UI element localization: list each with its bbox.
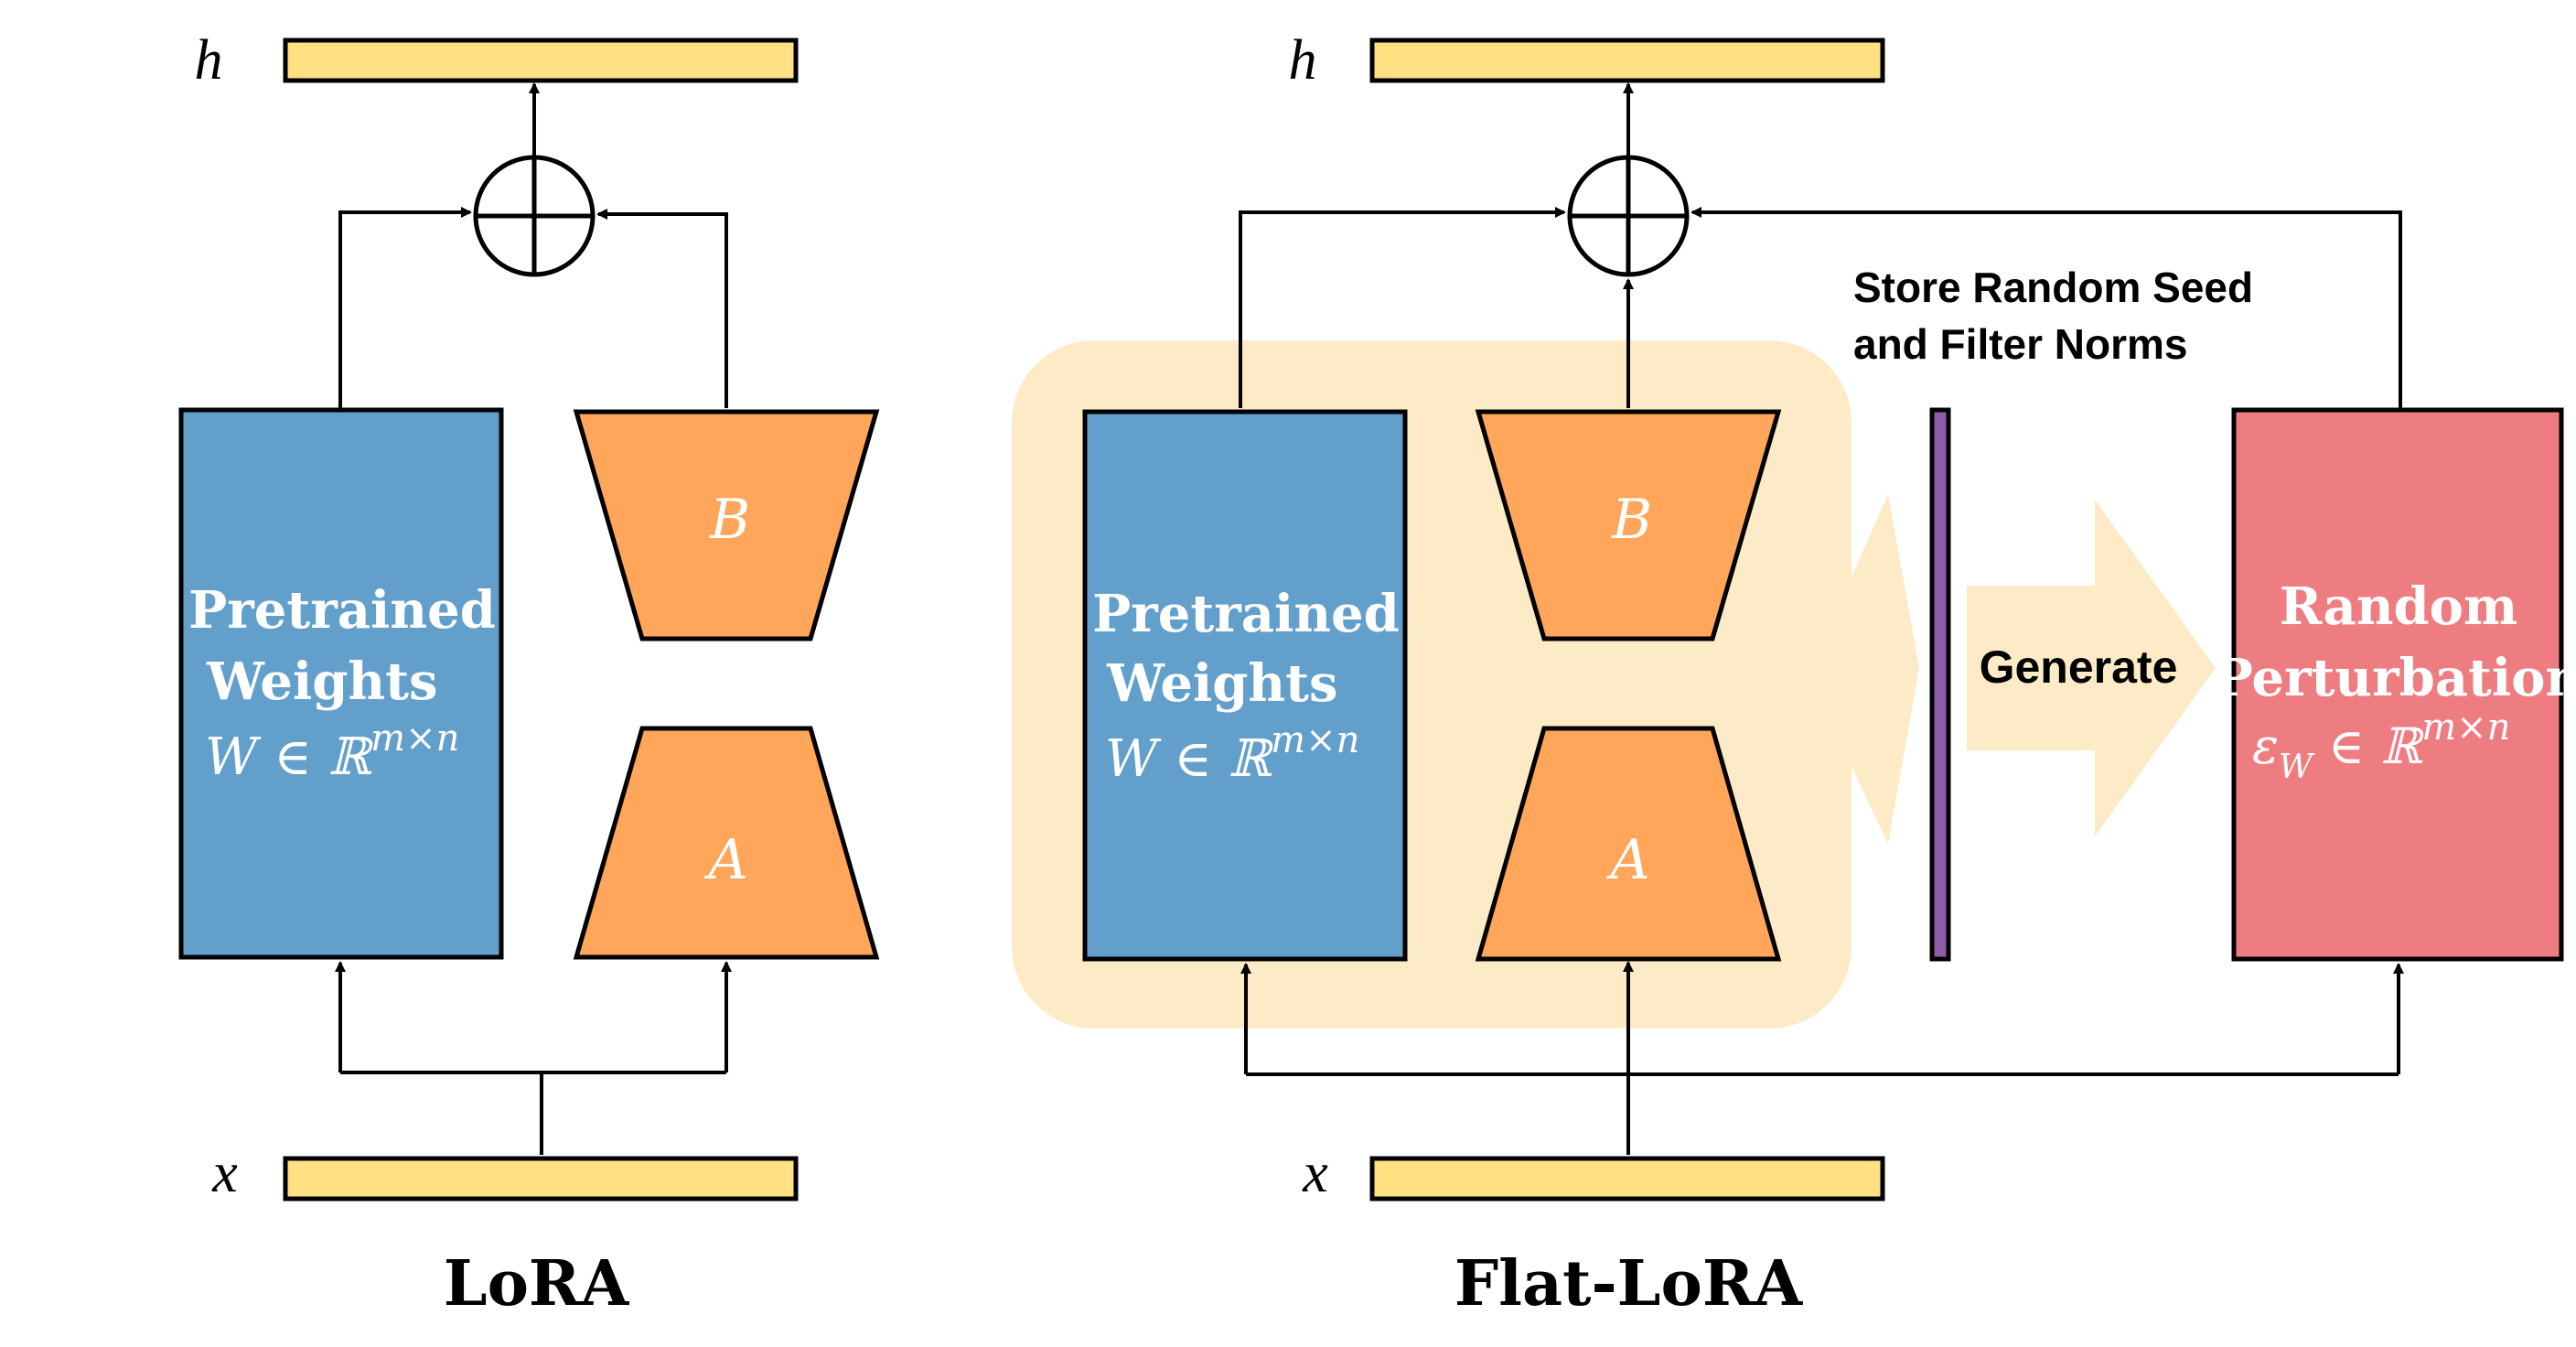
store-seed-line1: Store Random Seed bbox=[1853, 264, 2253, 311]
flat-lora-a-label: A bbox=[1605, 828, 1649, 892]
flat-lora-sum-node bbox=[1567, 155, 1690, 277]
flat-lora-input-label: x bbox=[1302, 1142, 1328, 1204]
random-perturbation-line1: Random bbox=[2280, 577, 2518, 637]
lora-b-label: B bbox=[709, 488, 750, 552]
lora-b-matrix-block bbox=[573, 409, 880, 641]
flat-lora-pretrained-line2: Weights bbox=[1106, 653, 1338, 714]
generate-arrow bbox=[1967, 500, 2216, 836]
lora-pretrained-line1: Pretrained bbox=[188, 580, 496, 641]
flat-lora-connections bbox=[1239, 82, 2404, 1155]
flat-lora-pretrained-weights-block bbox=[1082, 409, 1408, 962]
lora-diagram: h Pretrained Weights W ∈ ℝm×n B A bbox=[178, 29, 880, 1320]
flat-lora-b-matrix-block bbox=[1475, 409, 1782, 641]
random-perturbation-line2: Perturbation bbox=[2215, 648, 2576, 708]
lora-pretrained-line2: Weights bbox=[206, 652, 438, 712]
flat-lora-a-matrix-block bbox=[1475, 726, 1782, 962]
flat-lora-b-label: B bbox=[1611, 488, 1652, 552]
store-seed-line2: and Filter Norms bbox=[1853, 320, 2188, 368]
flat-lora-output-vector bbox=[1369, 38, 1885, 83]
lora-a-label: A bbox=[703, 828, 747, 892]
random-perturbation-math: εW ∈ ℝm×n bbox=[2252, 706, 2510, 786]
flat-lora-diagram: Generate Store Random Seed and Filter No… bbox=[1012, 29, 2576, 1320]
flat-lora-pretrained-line1: Pretrained bbox=[1092, 584, 1400, 644]
lora-sum-node bbox=[473, 155, 596, 277]
flat-lora-input-vector bbox=[1369, 1156, 1885, 1202]
lora-output-vector bbox=[283, 38, 799, 83]
lora-pretrained-weights-block bbox=[178, 407, 504, 960]
lora-input-vector bbox=[283, 1156, 799, 1202]
flat-lora-highlight-arrowhead bbox=[1848, 494, 1919, 844]
lora-a-matrix-block bbox=[573, 726, 880, 960]
flat-lora-pretrained-math: W ∈ ℝm×n bbox=[1105, 719, 1359, 789]
lora-input-label: x bbox=[211, 1142, 238, 1204]
random-perturbation-block bbox=[2231, 407, 2564, 962]
random-seed-bar bbox=[1929, 407, 1951, 962]
flat-lora-output-label: h bbox=[1289, 29, 1317, 92]
generate-label: Generate bbox=[1980, 641, 2178, 693]
lora-connections bbox=[335, 82, 732, 1155]
lora-pretrained-math: W ∈ ℝm×n bbox=[205, 717, 459, 787]
lora-title: LoRA bbox=[444, 1247, 630, 1320]
lora-output-label: h bbox=[195, 29, 223, 92]
flat-lora-title: Flat-LoRA bbox=[1454, 1247, 1803, 1320]
